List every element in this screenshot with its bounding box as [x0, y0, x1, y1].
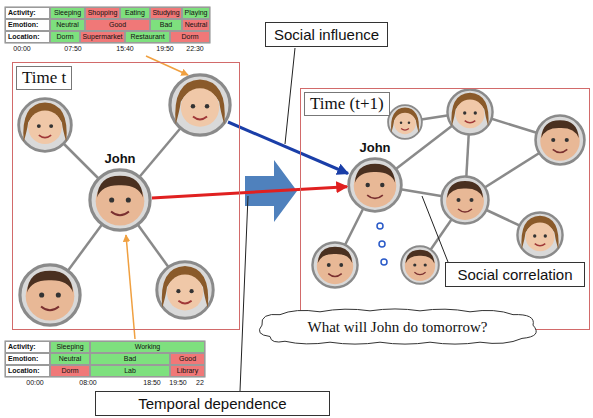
table-cell: Good — [85, 19, 150, 31]
table-cell: Sleeping — [50, 7, 85, 19]
table-cell: Bad — [90, 353, 170, 365]
panel-title: Time (t+1) — [304, 92, 390, 116]
person-face — [90, 170, 150, 230]
influence-arrow — [228, 122, 348, 174]
table-cell: Activity: — [5, 7, 50, 19]
person-face — [19, 99, 72, 152]
ellipsis-dot — [379, 241, 385, 247]
person-face — [447, 89, 492, 134]
thought-cloud: What will John do tomorrow? — [250, 308, 545, 346]
person-face — [517, 212, 562, 257]
table-pointer — [146, 56, 188, 75]
person-face — [312, 242, 357, 287]
time-tick: 00:00 — [22, 378, 48, 388]
table-cell: Neutral — [50, 19, 85, 31]
table-cell: Studying — [150, 7, 182, 19]
panel-title: Time t — [16, 66, 72, 90]
leader-line — [422, 196, 448, 262]
table-cell: Emotion: — [5, 353, 50, 365]
table-cell: Restaurant — [125, 31, 170, 43]
table-frame — [5, 341, 205, 377]
callout-box: Social influence — [265, 22, 388, 47]
time-tick: 18:50 — [140, 378, 164, 388]
person-face — [401, 246, 439, 284]
time-tick: 19:50 — [166, 378, 190, 388]
callout-box: Social correlation — [445, 262, 585, 287]
time-panel: Time t John — [12, 62, 240, 330]
table-cell: Location: — [5, 31, 50, 43]
table-cell: Working — [90, 341, 205, 353]
table-cell: Lab — [90, 365, 170, 377]
table-cell: Sleeping — [50, 341, 90, 353]
table-cell: Neutral — [50, 353, 90, 365]
time-tick: 19:50 — [150, 44, 180, 54]
time-tick: 22 — [190, 378, 210, 388]
person-face — [20, 265, 80, 325]
person-name: John — [104, 151, 135, 166]
person-face — [157, 262, 213, 318]
table-cell: Supermarket — [80, 31, 125, 43]
time-tick: 08:00 — [75, 378, 101, 388]
table-cell: Library — [170, 365, 205, 377]
callout-text: Social correlation — [457, 266, 572, 283]
table-frame — [5, 7, 210, 43]
time-tick: 15:40 — [110, 44, 140, 54]
person-face — [536, 116, 585, 165]
leader-line — [240, 196, 248, 391]
callout-box: Temporal dependence — [95, 391, 330, 416]
leader-line — [285, 48, 295, 144]
person-name: John — [359, 140, 390, 155]
person-face — [349, 159, 402, 212]
table-cell: Eating — [120, 7, 150, 19]
ellipsis-dot — [377, 223, 383, 229]
time-tick: 22:30 — [180, 44, 210, 54]
table-cell: Dorm — [170, 31, 210, 43]
person-face — [170, 75, 230, 135]
person-face — [388, 105, 422, 139]
callout-text: Temporal dependence — [138, 395, 286, 412]
table-cell: Emotion: — [5, 19, 50, 31]
time-panel: Time (t+1) John — [300, 88, 590, 330]
person-node: John — [347, 157, 403, 213]
table-pointer — [126, 235, 135, 339]
ellipsis-dot — [381, 259, 387, 265]
table-cell: Bad — [150, 19, 182, 31]
table-cell: Dorm — [50, 365, 90, 377]
table-cell: Good — [170, 353, 205, 365]
cloud-shape — [259, 309, 536, 344]
table-cell: Dorm — [50, 31, 80, 43]
callout-text: What will John do tomorrow? — [308, 319, 488, 335]
table-cell: Playing — [182, 7, 210, 19]
table-cell: Location: — [5, 365, 50, 377]
callout-text: Social influence — [274, 26, 379, 43]
table-cell: Neutral — [182, 19, 210, 31]
table-cell: Shopping — [85, 7, 120, 19]
person-face — [442, 177, 489, 224]
temporal-arrow — [152, 187, 347, 198]
person-node: John — [88, 168, 152, 232]
table-cell: Activity: — [5, 341, 50, 353]
time-tick: 00:00 — [7, 44, 37, 54]
time-tick: 07:50 — [58, 44, 88, 54]
